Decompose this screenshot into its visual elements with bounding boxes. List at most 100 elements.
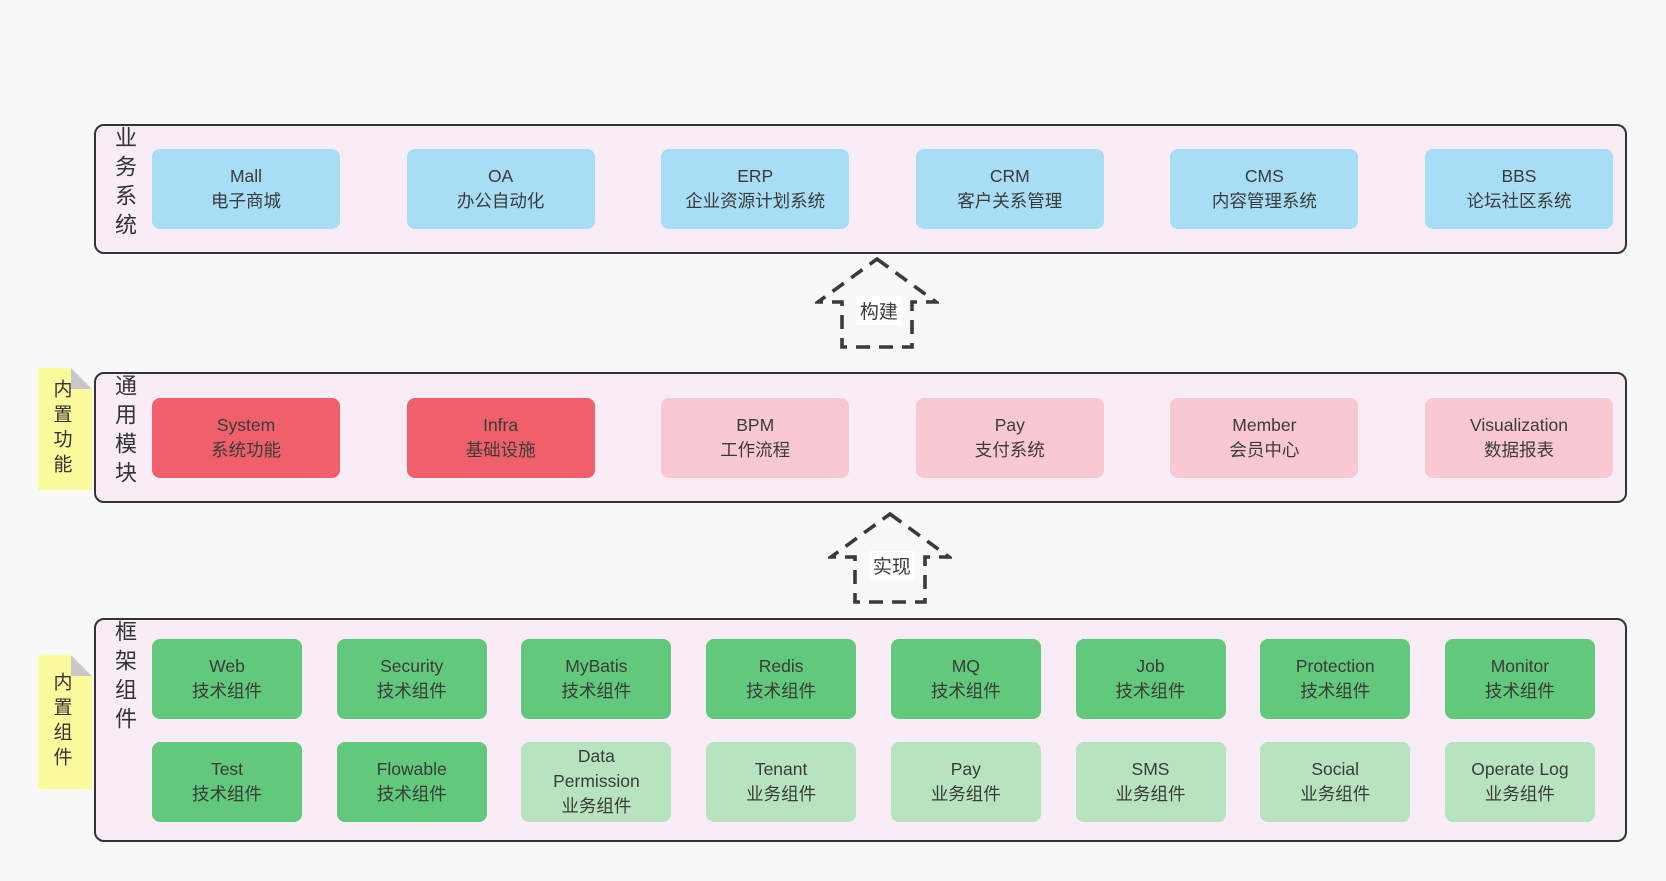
components-row-1: Web 技术组件 Security 技术组件 MyBatis 技术组件 Redi… bbox=[152, 638, 1595, 719]
box-tenant-desc: 业务组件 bbox=[746, 783, 817, 804]
business-systems-panel: 业务系统 Mall 电子商城 OA 办公自动化 ERP 企业资源计划系统 CRM… bbox=[94, 124, 1627, 254]
box-oa-name: OA bbox=[487, 166, 514, 186]
box-job-name: Job bbox=[1136, 655, 1165, 676]
box-bpm: BPM 工作流程 bbox=[661, 397, 850, 478]
box-operate-log-desc: 业务组件 bbox=[1484, 783, 1555, 804]
box-mq: MQ 技术组件 bbox=[890, 638, 1041, 719]
common-modules-panel: 通用模块 System 系统功能 Infra 基础设施 BPM 工作流程 Pay… bbox=[94, 372, 1627, 503]
box-crm-desc: 客户关系管理 bbox=[957, 191, 1063, 211]
box-operate-log: Operate Log 业务组件 bbox=[1444, 741, 1595, 822]
box-pay-module-name: Pay bbox=[994, 414, 1025, 435]
box-mybatis-name: MyBatis bbox=[565, 655, 628, 676]
modules-panel-label: 通用模块 bbox=[112, 374, 137, 490]
box-bpm-name: BPM bbox=[736, 414, 775, 435]
box-erp-desc: 企业资源计划系统 bbox=[685, 191, 826, 211]
box-test-desc: 技术组件 bbox=[192, 783, 262, 804]
box-test: Test 技术组件 bbox=[152, 741, 302, 822]
box-protection-desc: 技术组件 bbox=[1300, 680, 1371, 701]
box-job-desc: 技术组件 bbox=[1115, 680, 1186, 701]
box-tenant: Tenant 业务组件 bbox=[706, 741, 857, 822]
box-oa-desc: 办公自动化 bbox=[456, 191, 545, 211]
implement-arrow: 实现 bbox=[828, 511, 952, 605]
components-rows: Web 技术组件 Security 技术组件 MyBatis 技术组件 Redi… bbox=[152, 620, 1595, 840]
box-sms-name: SMS bbox=[1131, 758, 1170, 779]
box-visualization-name: Visualization bbox=[1470, 414, 1568, 435]
box-pay-module: Pay 支付系统 bbox=[915, 397, 1104, 478]
modules-boxes-row: System 系统功能 Infra 基础设施 BPM 工作流程 Pay 支付系统… bbox=[152, 374, 1613, 501]
box-pay-component-desc: 业务组件 bbox=[930, 783, 1001, 804]
box-pay-module-desc: 支付系统 bbox=[974, 439, 1045, 460]
box-mq-desc: 技术组件 bbox=[930, 680, 1001, 701]
box-web-desc: 技术组件 bbox=[192, 680, 262, 701]
box-protection: Protection 技术组件 bbox=[1260, 638, 1411, 719]
box-system: System 系统功能 bbox=[152, 397, 340, 478]
components-row-2: Test 技术组件 Flowable 技术组件 Data Permission … bbox=[152, 741, 1595, 822]
sticky-note-builtin-features: 内置功能 bbox=[38, 368, 92, 490]
box-social: Social 业务组件 bbox=[1260, 741, 1411, 822]
box-data-permission: Data Permission 业务组件 bbox=[521, 741, 672, 822]
box-erp-name: ERP bbox=[737, 166, 774, 186]
sticky-note-builtin-components: 内置组件 bbox=[38, 655, 92, 789]
box-flowable: Flowable 技术组件 bbox=[336, 741, 487, 822]
box-sms: SMS 业务组件 bbox=[1075, 741, 1226, 822]
box-security-name: Security bbox=[380, 655, 444, 676]
box-system-name: System bbox=[216, 414, 276, 435]
box-web: Web 技术组件 bbox=[152, 638, 302, 719]
box-flowable-desc: 技术组件 bbox=[376, 783, 447, 804]
framework-components-panel: 框架组件 Web 技术组件 Security 技术组件 MyBatis 技术组件… bbox=[94, 618, 1627, 842]
box-bbs-desc: 论坛社区系统 bbox=[1466, 191, 1572, 211]
box-pay-component: Pay 业务组件 bbox=[890, 741, 1041, 822]
box-web-name: Web bbox=[209, 655, 245, 676]
box-bbs: BBS 论坛社区系统 bbox=[1424, 149, 1613, 229]
box-monitor: Monitor 技术组件 bbox=[1444, 638, 1595, 719]
box-redis: Redis 技术组件 bbox=[706, 638, 857, 719]
build-arrow-label: 构建 bbox=[855, 296, 902, 325]
box-security: Security 技术组件 bbox=[336, 638, 487, 719]
dashed-up-arrow-icon bbox=[815, 256, 939, 349]
box-system-desc: 系统功能 bbox=[211, 439, 281, 460]
sticky-builtin-components-text: 内置组件 bbox=[50, 672, 72, 772]
box-data-permission-name: Data Permission bbox=[553, 746, 640, 791]
box-mq-name: MQ bbox=[951, 655, 980, 676]
box-cms-name: CMS bbox=[1244, 166, 1284, 186]
box-redis-name: Redis bbox=[758, 655, 804, 676]
box-infra-name: Infra bbox=[483, 414, 519, 435]
box-member: Member 会员中心 bbox=[1170, 397, 1359, 478]
box-bbs-name: BBS bbox=[1501, 166, 1537, 186]
build-arrow: 构建 bbox=[815, 256, 939, 350]
box-visualization: Visualization 数据报表 bbox=[1424, 397, 1613, 478]
box-tenant-name: Tenant bbox=[754, 758, 808, 779]
box-redis-desc: 技术组件 bbox=[746, 680, 817, 701]
box-test-name: Test bbox=[210, 758, 244, 779]
box-pay-component-name: Pay bbox=[950, 758, 981, 779]
box-monitor-name: Monitor bbox=[1490, 655, 1550, 676]
box-cms: CMS 内容管理系统 bbox=[1170, 149, 1359, 229]
box-security-desc: 技术组件 bbox=[376, 680, 447, 701]
box-protection-name: Protection bbox=[1295, 655, 1375, 676]
box-crm: CRM 客户关系管理 bbox=[915, 149, 1104, 229]
box-operate-log-name: Operate Log bbox=[1471, 758, 1569, 779]
box-mybatis: MyBatis 技术组件 bbox=[521, 638, 672, 719]
box-bpm-desc: 工作流程 bbox=[720, 439, 791, 460]
box-monitor-desc: 技术组件 bbox=[1484, 680, 1555, 701]
implement-arrow-label: 实现 bbox=[868, 551, 915, 580]
box-crm-name: CRM bbox=[989, 166, 1030, 186]
business-boxes-row: Mall 电子商城 OA 办公自动化 ERP 企业资源计划系统 CRM 客户关系… bbox=[152, 126, 1613, 252]
box-flowable-name: Flowable bbox=[376, 758, 447, 779]
box-member-desc: 会员中心 bbox=[1229, 439, 1300, 460]
box-infra-desc: 基础设施 bbox=[465, 439, 536, 460]
box-infra: Infra 基础设施 bbox=[406, 397, 595, 478]
box-job: Job 技术组件 bbox=[1075, 638, 1226, 719]
box-sms-desc: 业务组件 bbox=[1115, 783, 1186, 804]
box-oa: OA 办公自动化 bbox=[406, 149, 595, 229]
components-panel-label: 框架组件 bbox=[112, 620, 137, 736]
dashed-up-arrow-icon bbox=[828, 511, 952, 604]
box-mall-desc: 电子商城 bbox=[211, 191, 281, 211]
box-social-name: Social bbox=[1311, 758, 1360, 779]
box-mybatis-desc: 技术组件 bbox=[561, 680, 632, 701]
box-data-permission-desc: 业务组件 bbox=[561, 796, 632, 816]
box-member-name: Member bbox=[1232, 414, 1297, 435]
box-cms-desc: 内容管理系统 bbox=[1211, 191, 1317, 211]
sticky-builtin-features-text: 内置功能 bbox=[50, 379, 72, 479]
